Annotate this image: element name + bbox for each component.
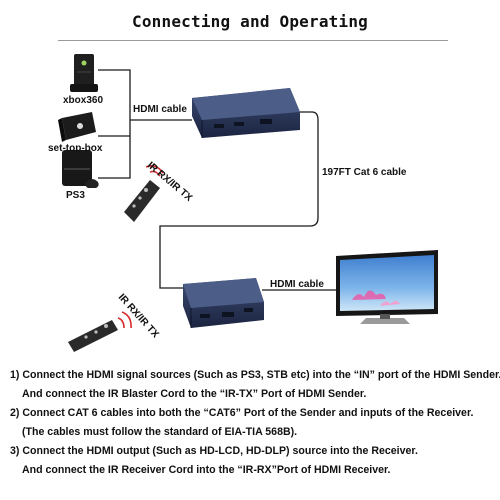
instruction-step: 3) Connect the HDMI output (Such as HD-L…: [10, 442, 496, 461]
source-bracket-cable: [98, 70, 192, 178]
ps3-label: PS3: [66, 190, 85, 201]
instruction-step: 2) Connect CAT 6 cables into both the “C…: [10, 404, 496, 423]
set-top-box-icon: [58, 112, 96, 142]
cat6-cable-label: 197FT Cat 6 cable: [322, 167, 406, 178]
xbox360-label: xbox360: [63, 95, 103, 106]
instructions-list: 1) Connect the HDMI signal sources (Such…: [10, 366, 496, 480]
hdmi-cable-label-top: HDMI cable: [133, 104, 187, 115]
hdmi-receiver-device: [183, 278, 264, 328]
hdmi-sender-device: [192, 88, 300, 138]
set-top-box-label: set-top-box: [48, 143, 102, 154]
ir-remote-icon-bottom: [68, 312, 131, 352]
ps3-icon: [62, 150, 99, 188]
diagram-graphics: [0, 0, 500, 360]
tv-display-icon: [336, 250, 438, 324]
hdmi-cable-label-bottom: HDMI cable: [270, 279, 324, 290]
instruction-step: (The cables must follow the standard of …: [10, 423, 496, 442]
instruction-step: And connect the IR Blaster Cord to the “…: [10, 385, 496, 404]
instruction-step: And connect the IR Receiver Cord into th…: [10, 461, 496, 480]
xbox360-icon: [70, 54, 98, 92]
instruction-step: 1) Connect the HDMI signal sources (Such…: [10, 366, 496, 385]
